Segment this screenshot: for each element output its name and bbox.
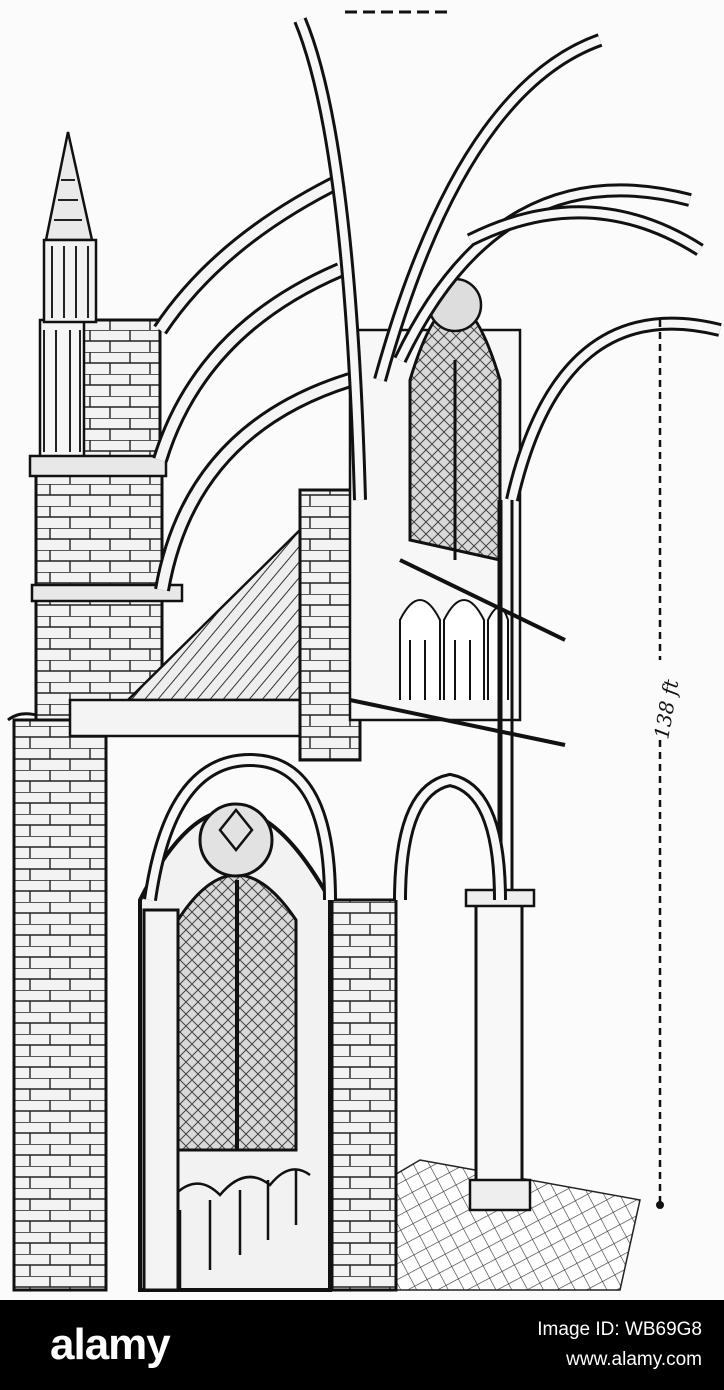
aisle-window [138,802,332,1292]
height-dimension-line: 138 ft [648,320,684,1209]
image-id-text: Image ID: WB69G8 [537,1319,702,1340]
watermark-banner [0,1300,724,1390]
wall-arcade [169,1168,311,1290]
nave-arcade-arch [143,752,507,901]
pinnacle-pier [28,131,184,722]
flying-buttresses [152,172,353,592]
site-url-text: www.alamy.com [566,1349,702,1370]
triforium-arcade [399,599,509,700]
outer-buttress [7,712,110,1292]
nave-vault-ribs [293,10,722,502]
alamy-logo: alamy [50,1320,171,1369]
clerestory [298,277,566,762]
cathedral-section-illustration: 138 ft [7,10,722,1292]
nave-piers [142,500,536,1292]
